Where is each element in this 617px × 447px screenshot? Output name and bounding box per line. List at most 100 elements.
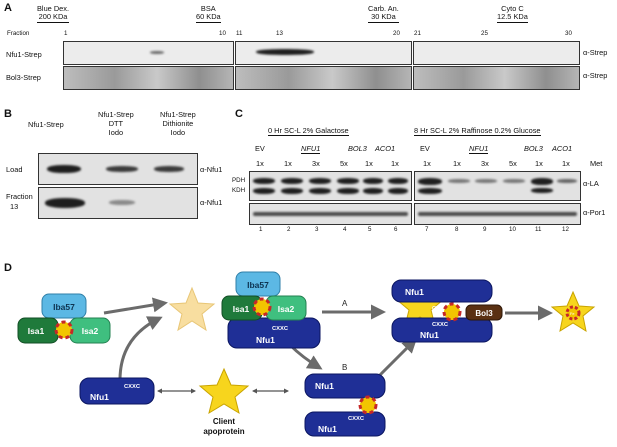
panel-b-letter: B: [4, 108, 12, 120]
antibody-a-2: α-Strep: [583, 71, 608, 80]
lane-num-5: 5: [368, 226, 372, 233]
nfu1-protein-right-top: [391, 279, 493, 303]
arrow-to-star: [103, 297, 168, 315]
antibody-a-1: α-Strep: [583, 48, 608, 57]
dose-lane-12: 1x: [562, 159, 570, 168]
antibody-b-2: α-Nfu1: [200, 198, 223, 207]
nfu1-protein-free: [79, 377, 155, 405]
bol3-protein: [465, 304, 503, 321]
cxxc-label-free: CXXC: [124, 384, 141, 390]
lane-num-10: 10: [509, 226, 516, 233]
marker-carb-an-size: 30 KDa: [368, 13, 399, 23]
b-col-2-line-2: DTT: [108, 118, 124, 128]
blot-a-nfu1-strip-3: [413, 41, 580, 65]
lane-num-12: 12: [562, 226, 569, 233]
marker-cyto-c-name: Cyto C: [501, 4, 524, 13]
group-aco1-left: ACO1: [375, 144, 396, 153]
antibody-c-la: α-LA: [583, 179, 599, 188]
panel-d-letter: D: [4, 262, 12, 274]
blot-c-la-left: [249, 171, 412, 201]
met-label: Met: [590, 159, 603, 168]
b-row-13: 13: [10, 202, 19, 211]
iba57-protein-middle: [235, 271, 281, 297]
dose-lane-9: 3x: [481, 159, 489, 168]
iba57-label: Iba57: [53, 302, 75, 312]
fe-s-cluster-left: [54, 320, 74, 340]
marker-bsa-size: 60 KDa: [196, 12, 221, 23]
marker-bsa-name: BSA: [200, 4, 216, 13]
lane-num-2: 2: [287, 226, 291, 233]
dose-lane-5: 1x: [365, 159, 373, 168]
dose-lane-4: 5x: [340, 159, 348, 168]
fraction-25: 25: [481, 30, 488, 37]
nfu1-protein-right-bottom: [391, 317, 493, 343]
isa2-label-middle: Isa2: [278, 304, 295, 314]
blot-a-nfu1-strip-2: [235, 41, 412, 65]
group-nfu1-right: NFU1: [469, 144, 489, 155]
fe-s-cluster-right: [442, 302, 462, 322]
nfu1-label-right-top: Nfu1: [405, 287, 424, 297]
marker-blue-dex: Blue Dex. 200 KDa: [37, 5, 70, 23]
nfu1-label-b-top: Nfu1: [315, 381, 334, 391]
b-col-3-line-3: Iodo: [170, 127, 186, 137]
blot-c-por1-right: [414, 203, 581, 225]
isa2-label-left: Isa2: [82, 326, 99, 336]
dose-lane-7: 1x: [423, 159, 431, 168]
nfu1-label-free: Nfu1: [90, 392, 109, 402]
antibody-c-por1: α-Por1: [583, 208, 606, 217]
fraction-11: 11: [236, 30, 243, 37]
lane-num-7: 7: [425, 226, 429, 233]
iba57-protein: [41, 293, 87, 319]
b-col-2-line-1: Nfu1-Strep: [98, 110, 134, 119]
iba57-label-middle: Iba57: [247, 280, 269, 290]
group-ev-right: EV: [420, 144, 430, 153]
antibody-b-1: α-Nfu1: [200, 165, 223, 174]
path-a-label: A: [342, 299, 348, 308]
lane-num-8: 8: [455, 226, 459, 233]
arrow-nfu1-up: [118, 316, 163, 381]
cxxc-label-b-bottom: CXXC: [348, 416, 365, 422]
blot-a-bol3-strip-3: [413, 66, 580, 90]
blot-c-por1-left: [249, 203, 412, 225]
dose-lane-6: 1x: [391, 159, 399, 168]
panel-c-letter: C: [235, 108, 243, 120]
fraction-20: 20: [393, 30, 400, 37]
lane-num-3: 3: [315, 226, 319, 233]
client-label: Client: [213, 417, 236, 426]
fe-s-cluster-middle: [252, 297, 272, 317]
b-col-2-line-3: Iodo: [108, 127, 124, 137]
lane-num-1: 1: [259, 226, 263, 233]
condition-left: 0 Hr SC-L 2% Galactose: [268, 126, 349, 137]
b-col-1: Nfu1-Strep: [28, 120, 64, 129]
group-bol3-right: BOL3: [524, 144, 543, 153]
fraction-10: 10: [219, 30, 226, 37]
lane-num-11: 11: [535, 226, 542, 233]
blot-b-load: [38, 153, 198, 185]
row-label-bol3-strep: Bol3-Strep: [6, 73, 41, 82]
marker-cyto-c: Cyto C 12.5 KDa: [497, 5, 528, 23]
lane-num-4: 4: [343, 226, 347, 233]
blot-a-bol3-strip-2: [235, 66, 412, 90]
nfu1-protein-b-top: [304, 373, 386, 399]
dose-lane-1: 1x: [256, 159, 264, 168]
apoprotein-label: apoprotein: [203, 427, 244, 436]
lane-num-6: 6: [394, 226, 398, 233]
nfu1-protein-b-bottom: [304, 411, 386, 437]
b-row-fraction: Fraction: [6, 192, 33, 201]
marker-carb-an-name: Carb. An.: [368, 4, 399, 13]
b-col-2: Nfu1-Strep DTT Iodo: [98, 110, 134, 138]
dose-lane-10: 5x: [509, 159, 517, 168]
group-aco1-right: ACO1: [552, 144, 573, 153]
isa1-label-left: Isa1: [28, 326, 45, 336]
marker-bsa: BSA 60 KDa: [196, 5, 221, 23]
nfu1-label-right-bottom: Nfu1: [420, 330, 439, 340]
fraction-13: 13: [276, 30, 283, 37]
isa1-label-middle: Isa1: [233, 304, 250, 314]
marker-carb-an: Carb. An. 30 KDa: [368, 5, 399, 23]
condition-right: 8 Hr SC-L 2% Raffinose 0.2% Glucose: [414, 126, 541, 137]
blot-a-bol3-strip-1: [63, 66, 234, 90]
dose-lane-8: 1x: [453, 159, 461, 168]
group-bol3-left: BOL3: [348, 144, 367, 153]
fe-s-cluster-holo: [565, 305, 581, 321]
